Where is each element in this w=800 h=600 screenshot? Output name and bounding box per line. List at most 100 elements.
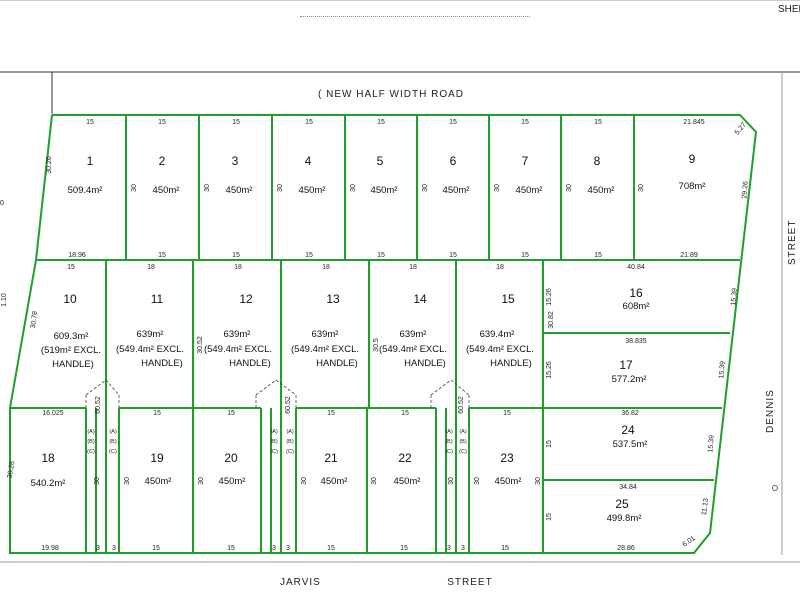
easement-label: (C): [445, 449, 453, 455]
easement-label: (C): [87, 449, 95, 455]
lot-number: 7: [522, 154, 529, 168]
sheet-label: SHEE: [778, 4, 800, 15]
dimension-label: 15: [158, 119, 166, 126]
dimension-label: 30: [535, 477, 542, 485]
lot-number: 14: [413, 292, 427, 306]
dimension-label: 15: [521, 119, 529, 126]
dimension-label: 15: [377, 119, 385, 126]
lot-number: 5: [377, 154, 384, 168]
lot-area: 608m²: [623, 301, 650, 312]
lot-area: 450m²: [516, 185, 543, 196]
lot-area: 450m²: [226, 185, 253, 196]
dimension-label: 15: [305, 252, 313, 259]
dimension-label: 5.27: [734, 121, 748, 136]
dimension-label: 15: [86, 119, 94, 126]
dimension-label: 21.89: [680, 252, 698, 259]
dimension-label: 30.26: [46, 156, 53, 174]
dimension-label: 15: [158, 252, 166, 259]
lot-number: 25: [615, 497, 629, 511]
dimension-label: 15: [521, 252, 529, 259]
dimension-label: 60.52: [458, 396, 465, 414]
dimension-label: 30: [204, 184, 211, 192]
lot-area: 540.2m²: [31, 478, 66, 489]
dimension-label: 3: [96, 545, 100, 552]
dimension-label: 15: [503, 410, 511, 417]
lot-area: 450m²: [299, 185, 326, 196]
dimension-label: 30: [301, 477, 308, 485]
dimension-label: 15: [400, 545, 408, 552]
dimension-label: 15: [153, 410, 161, 417]
lot-number: 11: [151, 292, 164, 306]
dimension-label: 21.845: [683, 119, 705, 126]
lot-number: 15: [501, 292, 515, 306]
dimension-label: 30: [448, 477, 455, 485]
dimension-label: 15: [546, 513, 553, 521]
lot-area: 639m²: [224, 329, 251, 340]
lot-number: 1: [87, 154, 94, 168]
lot-area: 639.4m²: [480, 329, 515, 340]
lot-note: HANDLE): [316, 358, 358, 369]
lot-area: 450m²: [443, 185, 470, 196]
dimension-label: 30: [566, 184, 573, 192]
lot-area: 499.8m²: [607, 513, 642, 524]
road-name-south-a: JARVIS: [280, 577, 321, 588]
lot-number: 3: [232, 154, 239, 168]
lot-note: (519m² EXCL.: [41, 345, 101, 356]
easement-label: (B): [109, 439, 117, 445]
lot-area: 639m²: [312, 329, 339, 340]
dimension-label: 18: [147, 264, 155, 271]
dimension-label: 30.82: [548, 311, 555, 329]
dimension-label: 30: [474, 477, 481, 485]
lot-number: 6: [450, 154, 457, 168]
road-name-east-b: DENNIS: [765, 389, 776, 433]
lot-number: 21: [324, 451, 338, 465]
lot-note: HANDLE): [404, 358, 446, 369]
dimension-label: 15.39: [730, 288, 739, 306]
lot-note: (549.4m² EXCL.: [204, 344, 272, 355]
lot-note: (549.4m² EXCL.: [379, 344, 447, 355]
dimension-label: 3: [286, 545, 290, 552]
lot-area: 708m²: [679, 181, 706, 192]
easement-label: (A): [286, 429, 294, 435]
lot-number: 22: [398, 451, 412, 465]
lot-number: 12: [239, 292, 253, 306]
dimension-label: 18: [322, 264, 330, 271]
dimension-label: 30: [638, 184, 645, 192]
dimension-label: 30.5: [373, 338, 380, 352]
dimension-label: 40.84: [627, 264, 645, 271]
easement-label: (B): [286, 439, 294, 445]
dimension-label: 6.01: [682, 535, 697, 549]
easement-label: (C): [109, 449, 117, 455]
title-dotted-strip: [300, 8, 530, 17]
lot-number: 18: [41, 451, 55, 465]
lot-note: (549.4m² EXCL.: [466, 344, 534, 355]
road-name-north: ( NEW HALF WIDTH ROAD: [318, 89, 464, 100]
easement-label: (B): [445, 439, 453, 445]
dimension-label: 30: [277, 184, 284, 192]
edge-mark: 0: [0, 200, 4, 207]
dimension-label: 15: [227, 410, 235, 417]
lot-note: (549.4m² EXCL.: [291, 344, 359, 355]
dimension-label: 15: [401, 410, 409, 417]
road-name-south-b: STREET: [447, 577, 492, 588]
dimension-label: 15: [232, 252, 240, 259]
dimension-label: 30: [94, 477, 101, 485]
dimension-label: 3: [112, 545, 116, 552]
easement-label: (B): [87, 439, 95, 445]
easement-label: (A): [445, 429, 453, 435]
dimension-label: 30.78: [30, 311, 39, 329]
lot-area: 450m²: [588, 185, 615, 196]
dimension-label: 29.26: [741, 181, 749, 199]
dimension-label: 3: [272, 545, 276, 552]
lot-number: 17: [619, 358, 633, 372]
lot-number: 16: [629, 286, 643, 300]
lot-area: 609.3m²: [54, 331, 89, 342]
dimension-label: 30: [198, 477, 205, 485]
lot-number: 13: [326, 292, 340, 306]
lot-note: (549.4m² EXCL.: [116, 344, 184, 355]
dimension-label: 36.82: [621, 410, 639, 417]
lot-area: 639m²: [400, 329, 427, 340]
dimension-label: 30.26: [7, 460, 17, 479]
lot-note: HANDLE): [52, 359, 94, 370]
